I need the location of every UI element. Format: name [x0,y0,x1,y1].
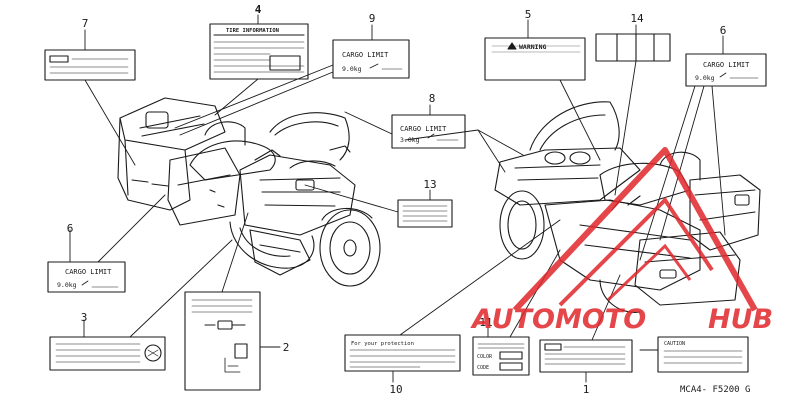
label-6-right-cargo-limit [685,53,767,87]
cargo-limit-9-value: 9.0kg [342,65,362,73]
cargo-limit-9-title: CARGO LIMIT [342,51,389,59]
label-3 [49,336,166,371]
callout-7: 7 [82,17,89,30]
callout-14: 14 [630,12,644,25]
label-7 [44,49,136,81]
callout-10: 10 [389,383,402,396]
callout-2: 2 [283,341,290,354]
label-1 [539,339,633,373]
label-9-cargo-limit [332,39,410,79]
label-10 [344,334,461,372]
protection-text: For your protection [351,341,414,347]
tire-info-text: TIRE INFORMATION [226,28,279,34]
watermark-text-a: AUTOMOTO [470,304,646,335]
cargo-limit-8-title: CARGO LIMIT [400,125,447,133]
callout-1: 1 [583,383,590,396]
callout-9: 9 [369,12,376,25]
callout-8: 8 [429,92,436,105]
watermark-logo: AUTOMOTO HUB [470,147,773,335]
callout-6-left: 6 [67,222,74,235]
label-6-left-cargo-limit [47,261,126,293]
motorcycle-left-illustration [117,97,381,287]
label-2 [184,291,261,391]
label-13 [397,199,453,228]
label-12-caution [657,336,749,373]
cargo-limit-6l-value: 9.0kg [57,281,77,289]
callout-11: 11 [479,316,492,329]
cargo-limit-6r-title: CARGO LIMIT [703,61,750,69]
part-code: MCA4- F5200 G [680,385,750,395]
callout-13: 13 [423,178,436,191]
label-14 [595,33,671,62]
motorcycle-right-illustration [494,101,761,313]
callout-6-right: 6 [720,24,727,37]
code-text: CODE [477,365,489,371]
label-4-tire-information [209,23,309,80]
callout-4: 4 [255,3,262,16]
cargo-limit-6l-title: CARGO LIMIT [65,268,112,276]
callout-5: 5 [525,8,532,21]
color-text: COLOR [477,354,493,360]
label-11-color-code [472,336,530,376]
watermark-text-b: HUB [708,304,773,335]
label-5-warning [484,37,586,81]
callout-3: 3 [81,311,88,324]
caution-text: CAUTION [664,341,685,347]
leader-lines [69,14,726,383]
cargo-limit-8-value: 3.0kg [400,136,420,144]
warning-text: WARNING [519,43,546,51]
cargo-limit-6r-value: 9.0kg [695,74,715,82]
